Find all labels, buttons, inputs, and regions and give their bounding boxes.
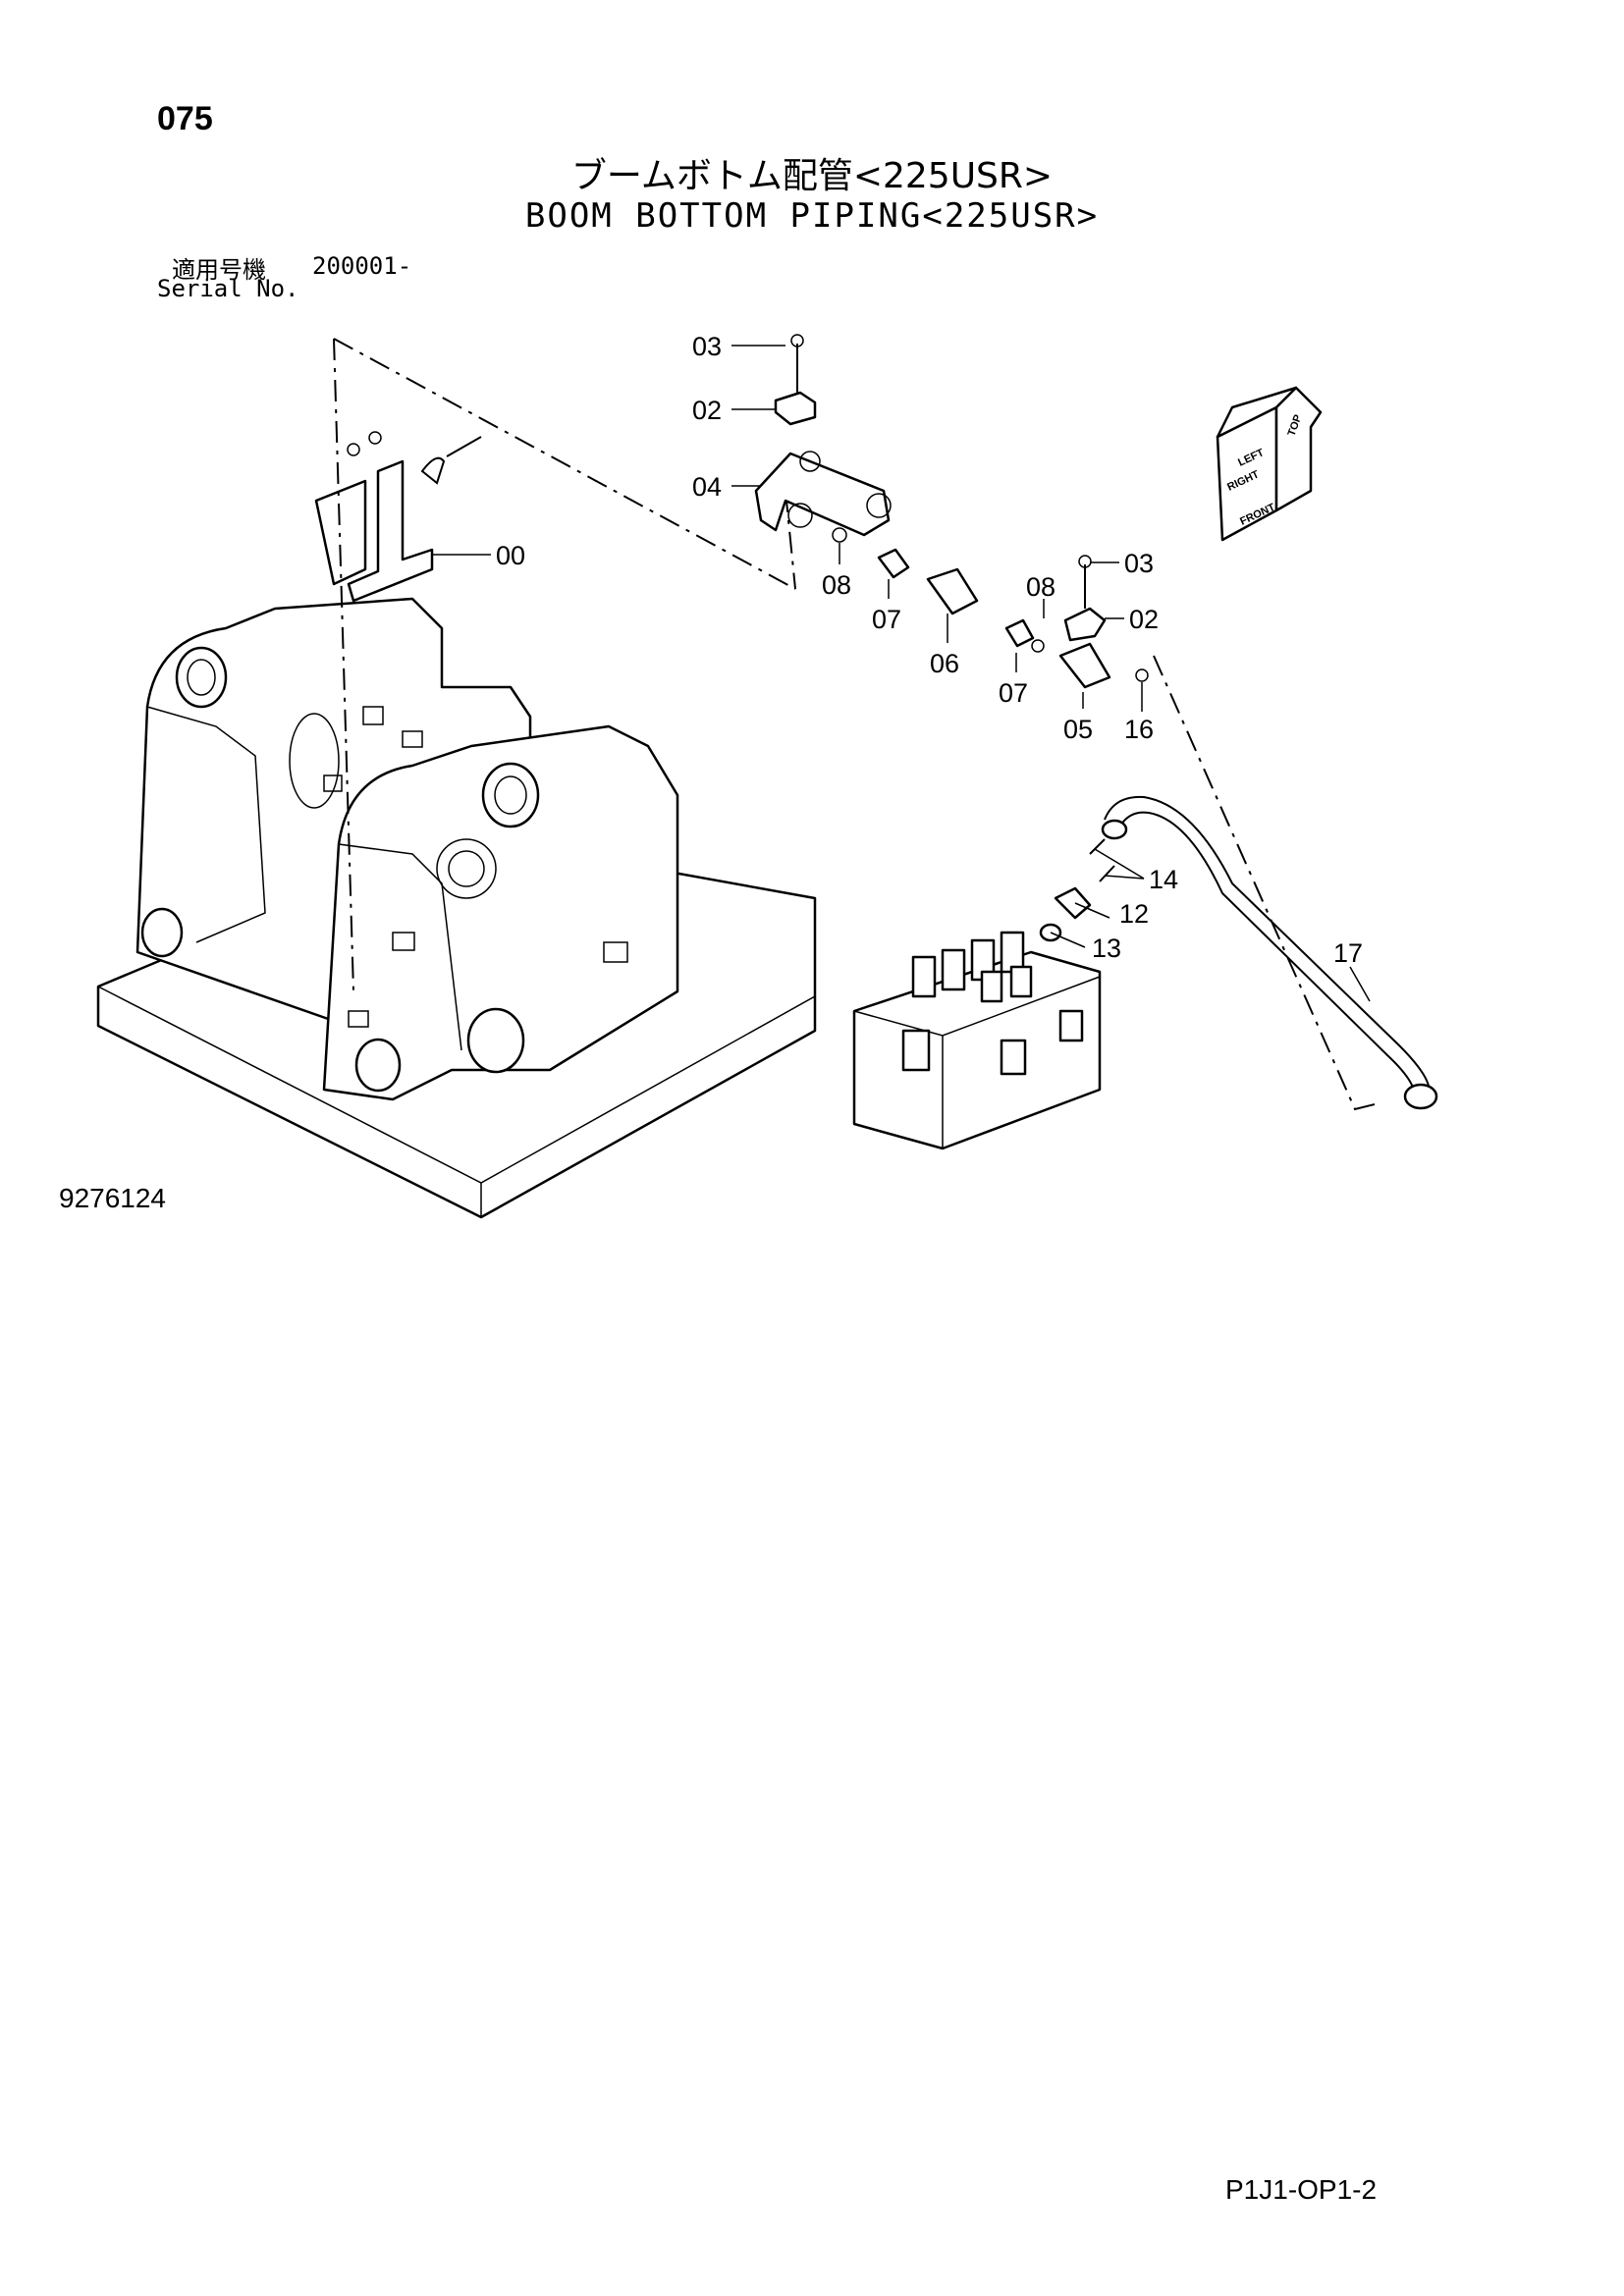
control-valve	[852, 931, 1102, 1150]
callout-label: 13	[1092, 934, 1121, 963]
page-number: 075	[157, 100, 213, 137]
support-bracket	[314, 431, 482, 603]
boom-bracket-frame	[96, 597, 817, 1219]
callout-label: 06	[930, 649, 959, 678]
leader-lines	[432, 345, 1371, 1002]
assembly-line	[785, 490, 796, 590]
serial-label-japanese: 適用号機	[172, 256, 266, 284]
assembly-line	[1153, 655, 1376, 1111]
callout-label: 12	[1119, 899, 1149, 929]
serial-label-english: Serial No.	[157, 275, 299, 302]
callout-label: 03	[1124, 549, 1154, 578]
fittings-chain	[832, 527, 1149, 689]
callout-label: 00	[496, 541, 525, 570]
assembly-line	[333, 338, 796, 590]
drawing-number: 9276124	[59, 1183, 167, 1213]
hose	[1101, 795, 1438, 1110]
callout-label: 03	[692, 332, 722, 361]
callout-label: 02	[1129, 605, 1159, 634]
pipe-assembly	[754, 334, 892, 537]
callout-label: 07	[872, 605, 901, 634]
title-english: BOOM BOTTOM PIPING<225USR>	[524, 196, 1100, 236]
callout-labels: 03 02 04 00 08 07 06 08 03 02 07 05 16 1…	[496, 332, 1363, 968]
callout-label: 16	[1124, 715, 1154, 744]
orientation-marker: LEFT RIGHT FRONT TOP	[1216, 386, 1323, 542]
callout-label: 02	[692, 396, 722, 425]
assembly-line	[333, 338, 354, 992]
callout-label: 17	[1333, 938, 1363, 968]
title-japanese: ブームボトム配管<225USR>	[570, 156, 1054, 196]
callout-label: 04	[692, 472, 722, 502]
callout-label: 07	[999, 678, 1028, 708]
serial-value: 200001-	[312, 252, 412, 280]
page-code: P1J1-OP1-2	[1225, 2174, 1378, 2205]
callout-label: 05	[1063, 715, 1093, 744]
callout-label: 08	[1026, 572, 1056, 602]
callout-label: 14	[1149, 865, 1178, 894]
callout-label: 08	[822, 570, 851, 600]
